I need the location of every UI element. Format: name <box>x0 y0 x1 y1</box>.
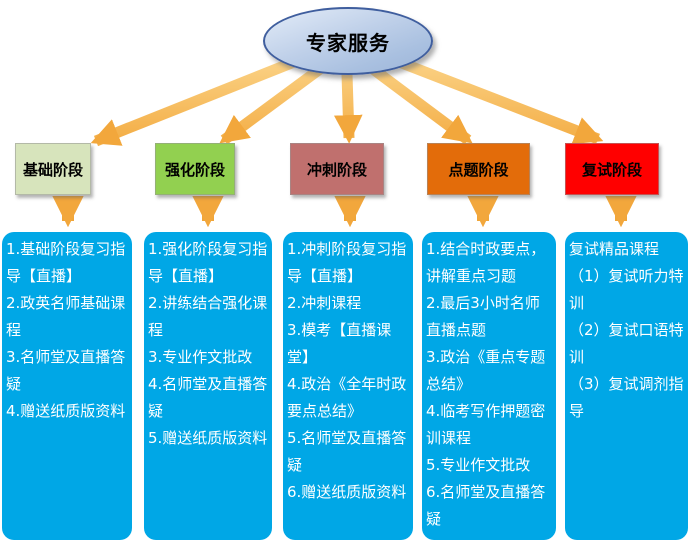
list-item: 1.基础阶段复习指导【直播】 <box>6 240 126 285</box>
content-box-jichu: 1.基础阶段复习指导【直播】 2.政英名师基础课程 3.名师堂及直播答疑 4.赠… <box>2 232 132 540</box>
stage-label-dianti: 点题阶段 <box>448 160 509 179</box>
list-item: 3.政治《重点专题总结》 <box>426 348 546 393</box>
list-item: 5.赠送纸质版资料 <box>148 429 268 447</box>
list-item: 6.名师堂及直播答疑 <box>426 483 546 528</box>
list-item: 3.专业作文批改 <box>148 348 253 366</box>
list-item: 1.强化阶段复习指导【直播】 <box>148 240 268 285</box>
list-item: （1）复试听力特训 <box>569 267 684 312</box>
stage-box-qianghua: 强化阶段 <box>155 143 235 195</box>
list-item: 2.政英名师基础课程 <box>6 294 126 339</box>
content-box-fushi: 复试精品课程 （1）复试听力特训 （2）复试口语特训 （3）复试调剂指导 <box>565 232 688 540</box>
stage-label-chongci: 冲刺阶段 <box>306 160 367 179</box>
fan-arrow-icon-4 <box>369 64 473 145</box>
content-box-chongci: 1.冲刺阶段复习指导【直播】 2.冲刺课程 3.模考【直播课堂】 4.政治《全年… <box>283 232 413 540</box>
list-item: （3）复试调剂指导 <box>569 375 684 420</box>
list-item: 4.临考写作押题密训课程 <box>426 402 546 447</box>
fan-arrow-icon-5 <box>392 54 604 145</box>
list-item: 复试精品课程 <box>569 240 660 258</box>
list-item: 3.名师堂及直播答疑 <box>6 348 126 393</box>
stage-box-fushi: 复试阶段 <box>565 143 659 195</box>
stage-label-jichu: 基础阶段 <box>22 160 83 179</box>
list-item: 4.政治《全年时政要点总结》 <box>287 375 407 420</box>
list-item: 2.冲刺课程 <box>287 294 362 312</box>
list-item: 5.名师堂及直播答疑 <box>287 429 407 474</box>
stage-label-fushi: 复试阶段 <box>581 160 642 179</box>
root-title: 专家服务 <box>306 30 390 55</box>
list-item: 1.结合时政要点，讲解重点习题 <box>426 240 546 285</box>
list-item: 3.模考【直播课堂】 <box>287 321 392 366</box>
fan-arrow-icon-1 <box>90 54 302 147</box>
list-item: 6.赠送纸质版资料 <box>287 483 407 501</box>
root-node: 专家服务 <box>263 7 433 75</box>
stage-box-chongci: 冲刺阶段 <box>290 143 384 195</box>
list-item: 4.名师堂及直播答疑 <box>148 375 268 420</box>
list-item: 1.冲刺阶段复习指导【直播】 <box>287 240 407 285</box>
stage-box-jichu: 基础阶段 <box>15 143 91 195</box>
stage-label-qianghua: 强化阶段 <box>164 160 225 179</box>
content-box-qianghua: 1.强化阶段复习指导【直播】 2.讲练结合强化课程 3.专业作文批改 4.名师堂… <box>144 232 272 540</box>
list-item: （2）复试口语特训 <box>569 321 684 366</box>
list-item: 5.专业作文批改 <box>426 456 531 474</box>
stage-box-dianti: 点题阶段 <box>427 143 530 195</box>
list-item: 2.最后3小时名师直播点题 <box>426 294 540 339</box>
list-item: 4.赠送纸质版资料 <box>6 402 126 420</box>
fan-arrow-icon-2 <box>219 64 324 145</box>
list-item: 2.讲练结合强化课程 <box>148 294 268 339</box>
content-box-dianti: 1.结合时政要点，讲解重点习题 2.最后3小时名师直播点题 3.政治《重点专题总… <box>422 232 556 540</box>
fan-arrow-icon-3 <box>333 73 363 144</box>
